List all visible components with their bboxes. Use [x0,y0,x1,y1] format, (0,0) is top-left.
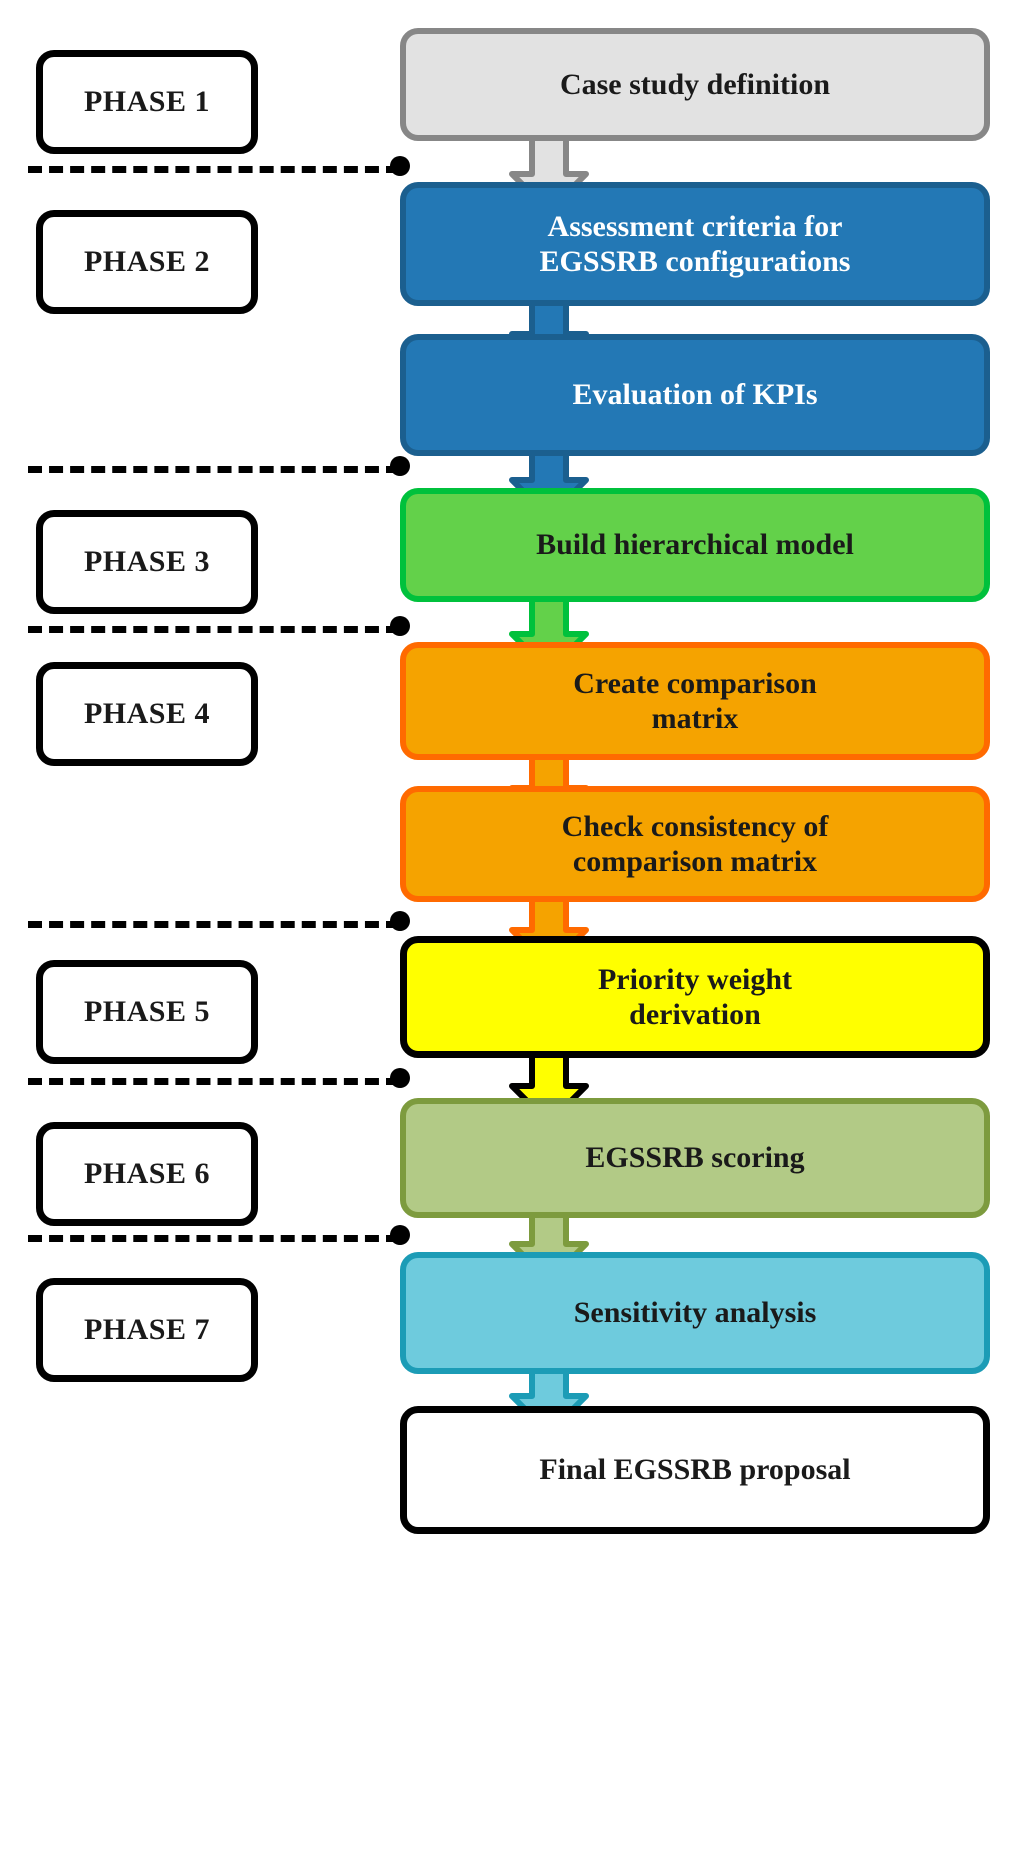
process-label-final-egssrb-proposal: Final EGSSRB proposal [539,1453,851,1487]
phase-label-2: PHASE 2 [83,245,211,278]
process-label-build-hierarchical-model: Build hierarchical model [536,528,854,562]
process-label-create-comparison-matrix: Create comparison matrix [573,666,817,735]
phase-separator-dot-5 [390,1068,410,1088]
process-box-build-hierarchical-model: Build hierarchical model [400,488,990,602]
phase-separator-dot-4 [390,911,410,931]
process-box-priority-weight-derivation: Priority weight derivation [400,936,990,1058]
process-box-check-consistency: Check consistency of comparison matrix [400,786,990,902]
process-box-final-egssrb-proposal: Final EGSSRB proposal [400,1406,990,1534]
phase-separator-3 [28,626,400,633]
phase-box-1: PHASE 1 [36,50,258,154]
process-label-case-study-definition: Case study definition [559,67,831,101]
process-label-assessment-criteria: Assessment criteria for EGSSRB configura… [539,209,851,278]
phase-separator-dot-3 [390,616,410,636]
process-label-check-consistency: Check consistency of comparison matrix [561,809,829,878]
phase-box-5: PHASE 5 [36,960,258,1064]
phase-box-2: PHASE 2 [36,210,258,314]
process-box-case-study-definition: Case study definition [400,28,990,141]
phase-label-5: PHASE 5 [83,995,211,1028]
phase-box-6: PHASE 6 [36,1122,258,1226]
phase-label-4: PHASE 4 [83,697,211,730]
process-box-create-comparison-matrix: Create comparison matrix [400,642,990,760]
process-label-priority-weight-derivation: Priority weight derivation [597,962,793,1031]
process-label-sensitivity-analysis: Sensitivity analysis [573,1296,817,1330]
phase-separator-1 [28,166,400,173]
phase-separator-dot-2 [390,456,410,476]
process-box-evaluation-of-kpis: Evaluation of KPIs [400,334,990,456]
phase-separator-dot-6 [390,1225,410,1245]
phase-separator-5 [28,1078,400,1085]
phase-separator-dot-1 [390,156,410,176]
phase-separator-6 [28,1235,400,1242]
phase-separator-4 [28,921,400,928]
phase-box-7: PHASE 7 [36,1278,258,1382]
phase-separator-2 [28,466,400,473]
process-box-assessment-criteria: Assessment criteria for EGSSRB configura… [400,182,990,306]
phase-label-6: PHASE 6 [83,1157,211,1190]
phase-label-3: PHASE 3 [83,545,211,578]
phase-box-4: PHASE 4 [36,662,258,766]
process-label-egssrb-scoring: EGSSRB scoring [585,1141,805,1175]
phase-box-3: PHASE 3 [36,510,258,614]
process-box-egssrb-scoring: EGSSRB scoring [400,1098,990,1218]
process-box-sensitivity-analysis: Sensitivity analysis [400,1252,990,1374]
process-label-evaluation-of-kpis: Evaluation of KPIs [572,378,818,412]
phase-label-1: PHASE 1 [83,85,211,118]
phase-label-7: PHASE 7 [83,1313,211,1346]
